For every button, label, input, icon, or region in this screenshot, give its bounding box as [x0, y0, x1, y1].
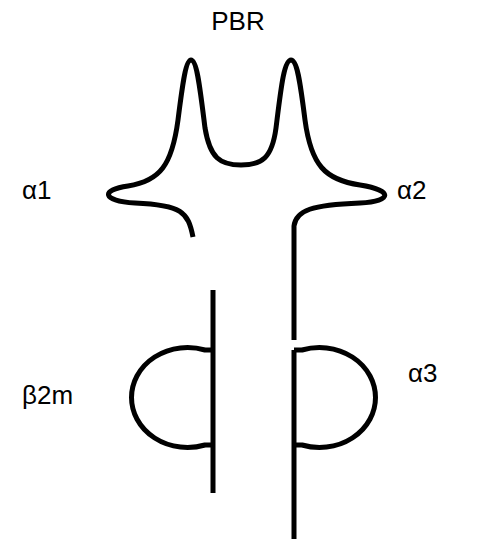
pbr-label: PBR: [211, 8, 264, 34]
alpha-chain-top: [109, 60, 385, 340]
beta2m-domain: [132, 290, 213, 493]
domain-label: α1: [22, 177, 52, 203]
domain-label: α2: [397, 177, 427, 203]
alpha3-domain: [294, 348, 375, 539]
domain-label: α3: [408, 360, 438, 386]
domain-label: β2m: [22, 382, 73, 408]
